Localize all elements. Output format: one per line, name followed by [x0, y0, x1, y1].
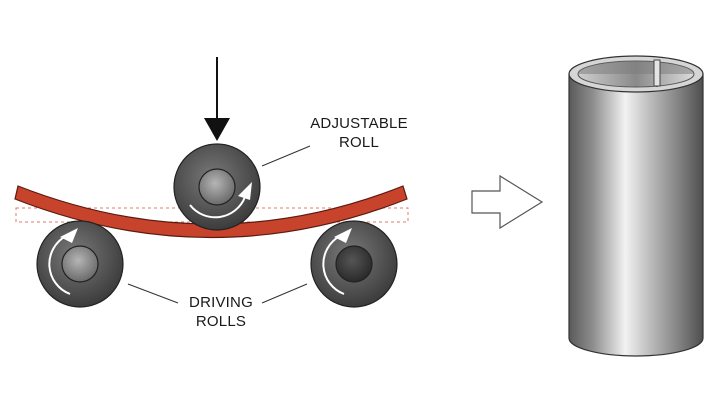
adjustable-roll-label-line-1: ADJUSTABLE — [310, 115, 408, 132]
right-driving-roll — [310, 220, 398, 308]
adjustable-roll — [173, 143, 261, 231]
adjustable-roll-label: ADJUSTABLE ROLL — [298, 114, 420, 152]
left-driving-roll — [36, 220, 124, 308]
down-arrow-icon — [204, 57, 230, 141]
driving-rolls-label-line-2: ROLLS — [195, 313, 247, 330]
driving-rolls-label: DRIVING ROLLS — [158, 293, 284, 331]
driving-rolls-label-line-1: DRIVING — [189, 294, 253, 311]
driving-roll-leader-right — [261, 283, 308, 304]
rotation-arrow-icon — [189, 182, 252, 219]
rolled-cylinder — [568, 55, 704, 357]
adjustable-roll-label-line-2: ROLL — [339, 134, 379, 151]
rotation-arrow-icon — [322, 228, 352, 295]
rotation-arrow-icon — [48, 228, 78, 295]
adjustable-roll-leader — [261, 145, 311, 167]
driving-roll-leader-left — [127, 283, 179, 304]
bent-plate — [14, 185, 408, 239]
right-arrow-outline-icon — [471, 174, 544, 230]
